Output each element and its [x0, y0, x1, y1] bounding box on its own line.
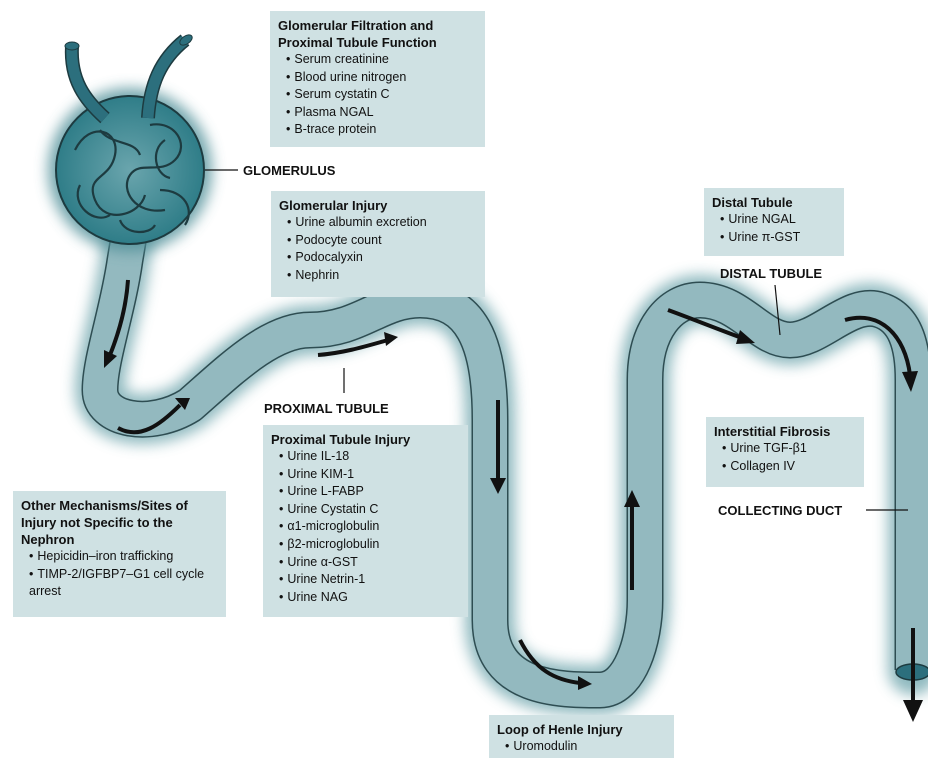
box-title: Proximal Tubule Injury — [271, 431, 460, 448]
box-title: Loop of Henle Injury — [497, 721, 666, 738]
list-item: Uromodulin — [505, 738, 666, 756]
list-item: Plasma NGAL — [286, 104, 477, 122]
list-item: Collagen IV — [722, 458, 856, 476]
box-distal-tubule: Distal Tubule Urine NGAL Urine π-GST — [704, 188, 844, 256]
vessel-cap-left — [65, 42, 79, 50]
box-title: Glomerular Filtration and Proximal Tubul… — [278, 17, 477, 51]
list-item: Urine Netrin-1 — [279, 571, 460, 589]
list-item: Urine albumin excretion — [287, 214, 477, 232]
box-title: Distal Tubule — [712, 194, 836, 211]
box-other-mechanisms: Other Mechanisms/Sites of Injury not Spe… — [13, 491, 226, 617]
label-collecting-duct: COLLECTING DUCT — [718, 503, 842, 518]
list-item: TIMP-2/IGFBP7–G1 cell cycle arrest — [29, 566, 218, 601]
list-item: Urine KIM-1 — [279, 466, 460, 484]
label-glomerulus: GLOMERULUS — [243, 163, 335, 178]
box-interstitial-fibrosis: Interstitial Fibrosis Urine TGF-β1 Colla… — [706, 417, 864, 487]
list-item: Urine TGF-β1 — [722, 440, 856, 458]
box-title: Interstitial Fibrosis — [714, 423, 856, 440]
list-item: Hepicidin–iron trafficking — [29, 548, 218, 566]
list-item: Urine L-FABP — [279, 483, 460, 501]
list-item: Serum creatinine — [286, 51, 477, 69]
list-item: B-trace protein — [286, 121, 477, 139]
glomerulus — [56, 96, 204, 244]
box-title: Other Mechanisms/Sites of Injury not Spe… — [21, 497, 218, 548]
list-item: Urine IL-18 — [279, 448, 460, 466]
list-item: Blood urine nitrogen — [286, 69, 477, 87]
label-proximal-tubule: PROXIMAL TUBULE — [264, 401, 389, 416]
list-item: β2-microglobulin — [279, 536, 460, 554]
list-item: Urine π-GST — [720, 229, 836, 247]
box-glomerular-filtration: Glomerular Filtration and Proximal Tubul… — [270, 11, 485, 147]
list-item: Nephrin — [287, 267, 477, 285]
list-item: Podocalyxin — [287, 249, 477, 267]
box-proximal-tubule-injury: Proximal Tubule Injury Urine IL-18 Urine… — [263, 425, 468, 617]
list-item: Urine Cystatin C — [279, 501, 460, 519]
label-distal-tubule: DISTAL TUBULE — [720, 266, 822, 281]
list-item: Podocyte count — [287, 232, 477, 250]
box-title: Glomerular Injury — [279, 197, 477, 214]
list-item: Serum cystatin C — [286, 86, 477, 104]
box-glomerular-injury: Glomerular Injury Urine albumin excretio… — [271, 191, 485, 297]
list-item: α1-microglobulin — [279, 518, 460, 536]
list-item: Urine α-GST — [279, 554, 460, 572]
list-item: Urine NAG — [279, 589, 460, 607]
list-item: Urine NGAL — [720, 211, 836, 229]
box-loop-of-henle: Loop of Henle Injury Uromodulin — [489, 715, 674, 758]
